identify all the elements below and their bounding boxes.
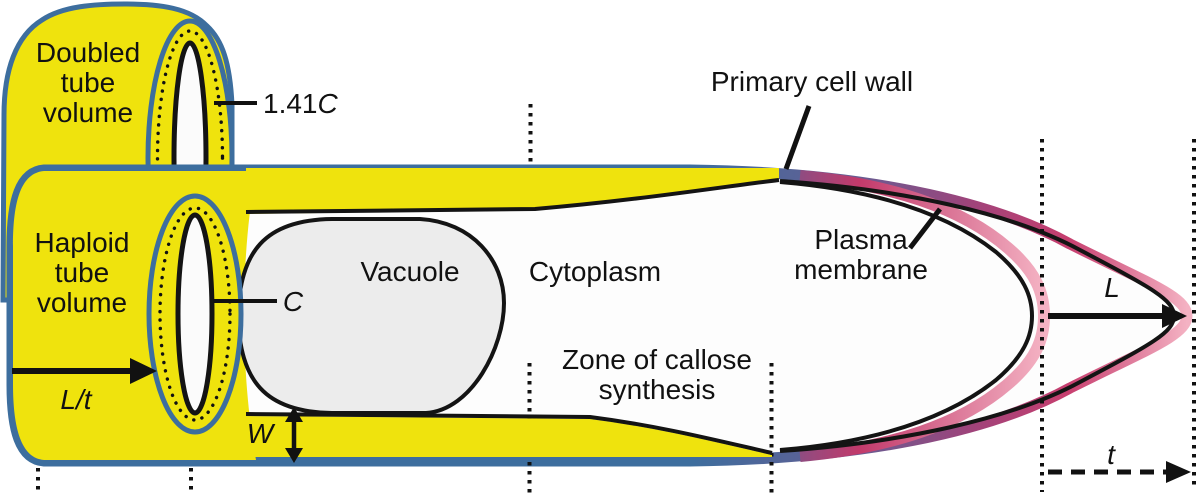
wall-thickness-arrow	[285, 407, 303, 463]
wall-thickness-arrowhead-up	[285, 407, 303, 422]
callose-wedge-top-edge	[245, 178, 780, 214]
callose-doubled-prefix: 1.41	[263, 88, 318, 119]
haploid-tube-rim	[146, 193, 244, 435]
length-arrowhead	[1162, 304, 1187, 328]
wall-thickness-arrowhead-down	[285, 448, 303, 463]
callose-wall-top	[245, 168, 780, 214]
haploid-rim-dotted	[158, 206, 232, 422]
haploid-tube-label-line1: Haploid	[35, 227, 130, 258]
vacuole-label: Vacuole	[360, 256, 459, 287]
plasma-membrane-label-line2: membrane	[794, 254, 928, 285]
growth-rate-label: L/t	[60, 384, 92, 415]
primary-cell-wall-label: Primary cell wall	[711, 66, 913, 97]
callose-wedge-top	[246, 168, 779, 214]
callose-doubled-label: 1.41C	[263, 88, 339, 119]
plasma-membrane-dome	[779, 170, 1051, 462]
time-label: t	[1107, 439, 1116, 470]
callose-doubled-symbol: C	[318, 88, 339, 119]
time-arrowhead	[1166, 461, 1191, 483]
growth-rate-arrow	[12, 358, 157, 384]
wall-thickness-label: W	[247, 418, 276, 449]
primary-cell-wall-leader	[783, 105, 812, 170]
callose-wedge-bottom-edge	[245, 412, 773, 455]
haploid-tube-opening	[175, 212, 215, 416]
labels: Doubled tube volume Haploid tube volume …	[35, 37, 1120, 470]
vacuole-shape	[235, 217, 507, 415]
plasma-membrane-label-line1: Plasma	[814, 224, 908, 255]
plasma-membrane-band	[799, 170, 1051, 462]
plasma-membrane-leader	[908, 207, 942, 250]
length-label: L	[1104, 272, 1120, 303]
callose-wall-bottom	[245, 412, 773, 457]
callose-wedge-bottom	[246, 416, 772, 457]
doubled-tube-label-line2: tube	[61, 67, 116, 98]
haploid-tube-label-line3: volume	[37, 287, 127, 318]
doubled-tube-label-line3: volume	[43, 97, 133, 128]
haploid-tube-label-line2: tube	[55, 257, 110, 288]
callose-label: C	[283, 286, 304, 317]
growth-rate-arrowhead	[130, 358, 157, 384]
time-arrow	[1048, 461, 1191, 483]
callose-zone-label-line1: Zone of callose	[562, 344, 752, 375]
doubled-tube-label-line1: Doubled	[36, 37, 140, 68]
plasma-membrane-outline	[779, 180, 1035, 452]
length-arrow	[1048, 304, 1187, 328]
callose-zone-label-line2: synthesis	[599, 374, 716, 405]
cytoplasm-label: Cytoplasm	[529, 256, 661, 287]
